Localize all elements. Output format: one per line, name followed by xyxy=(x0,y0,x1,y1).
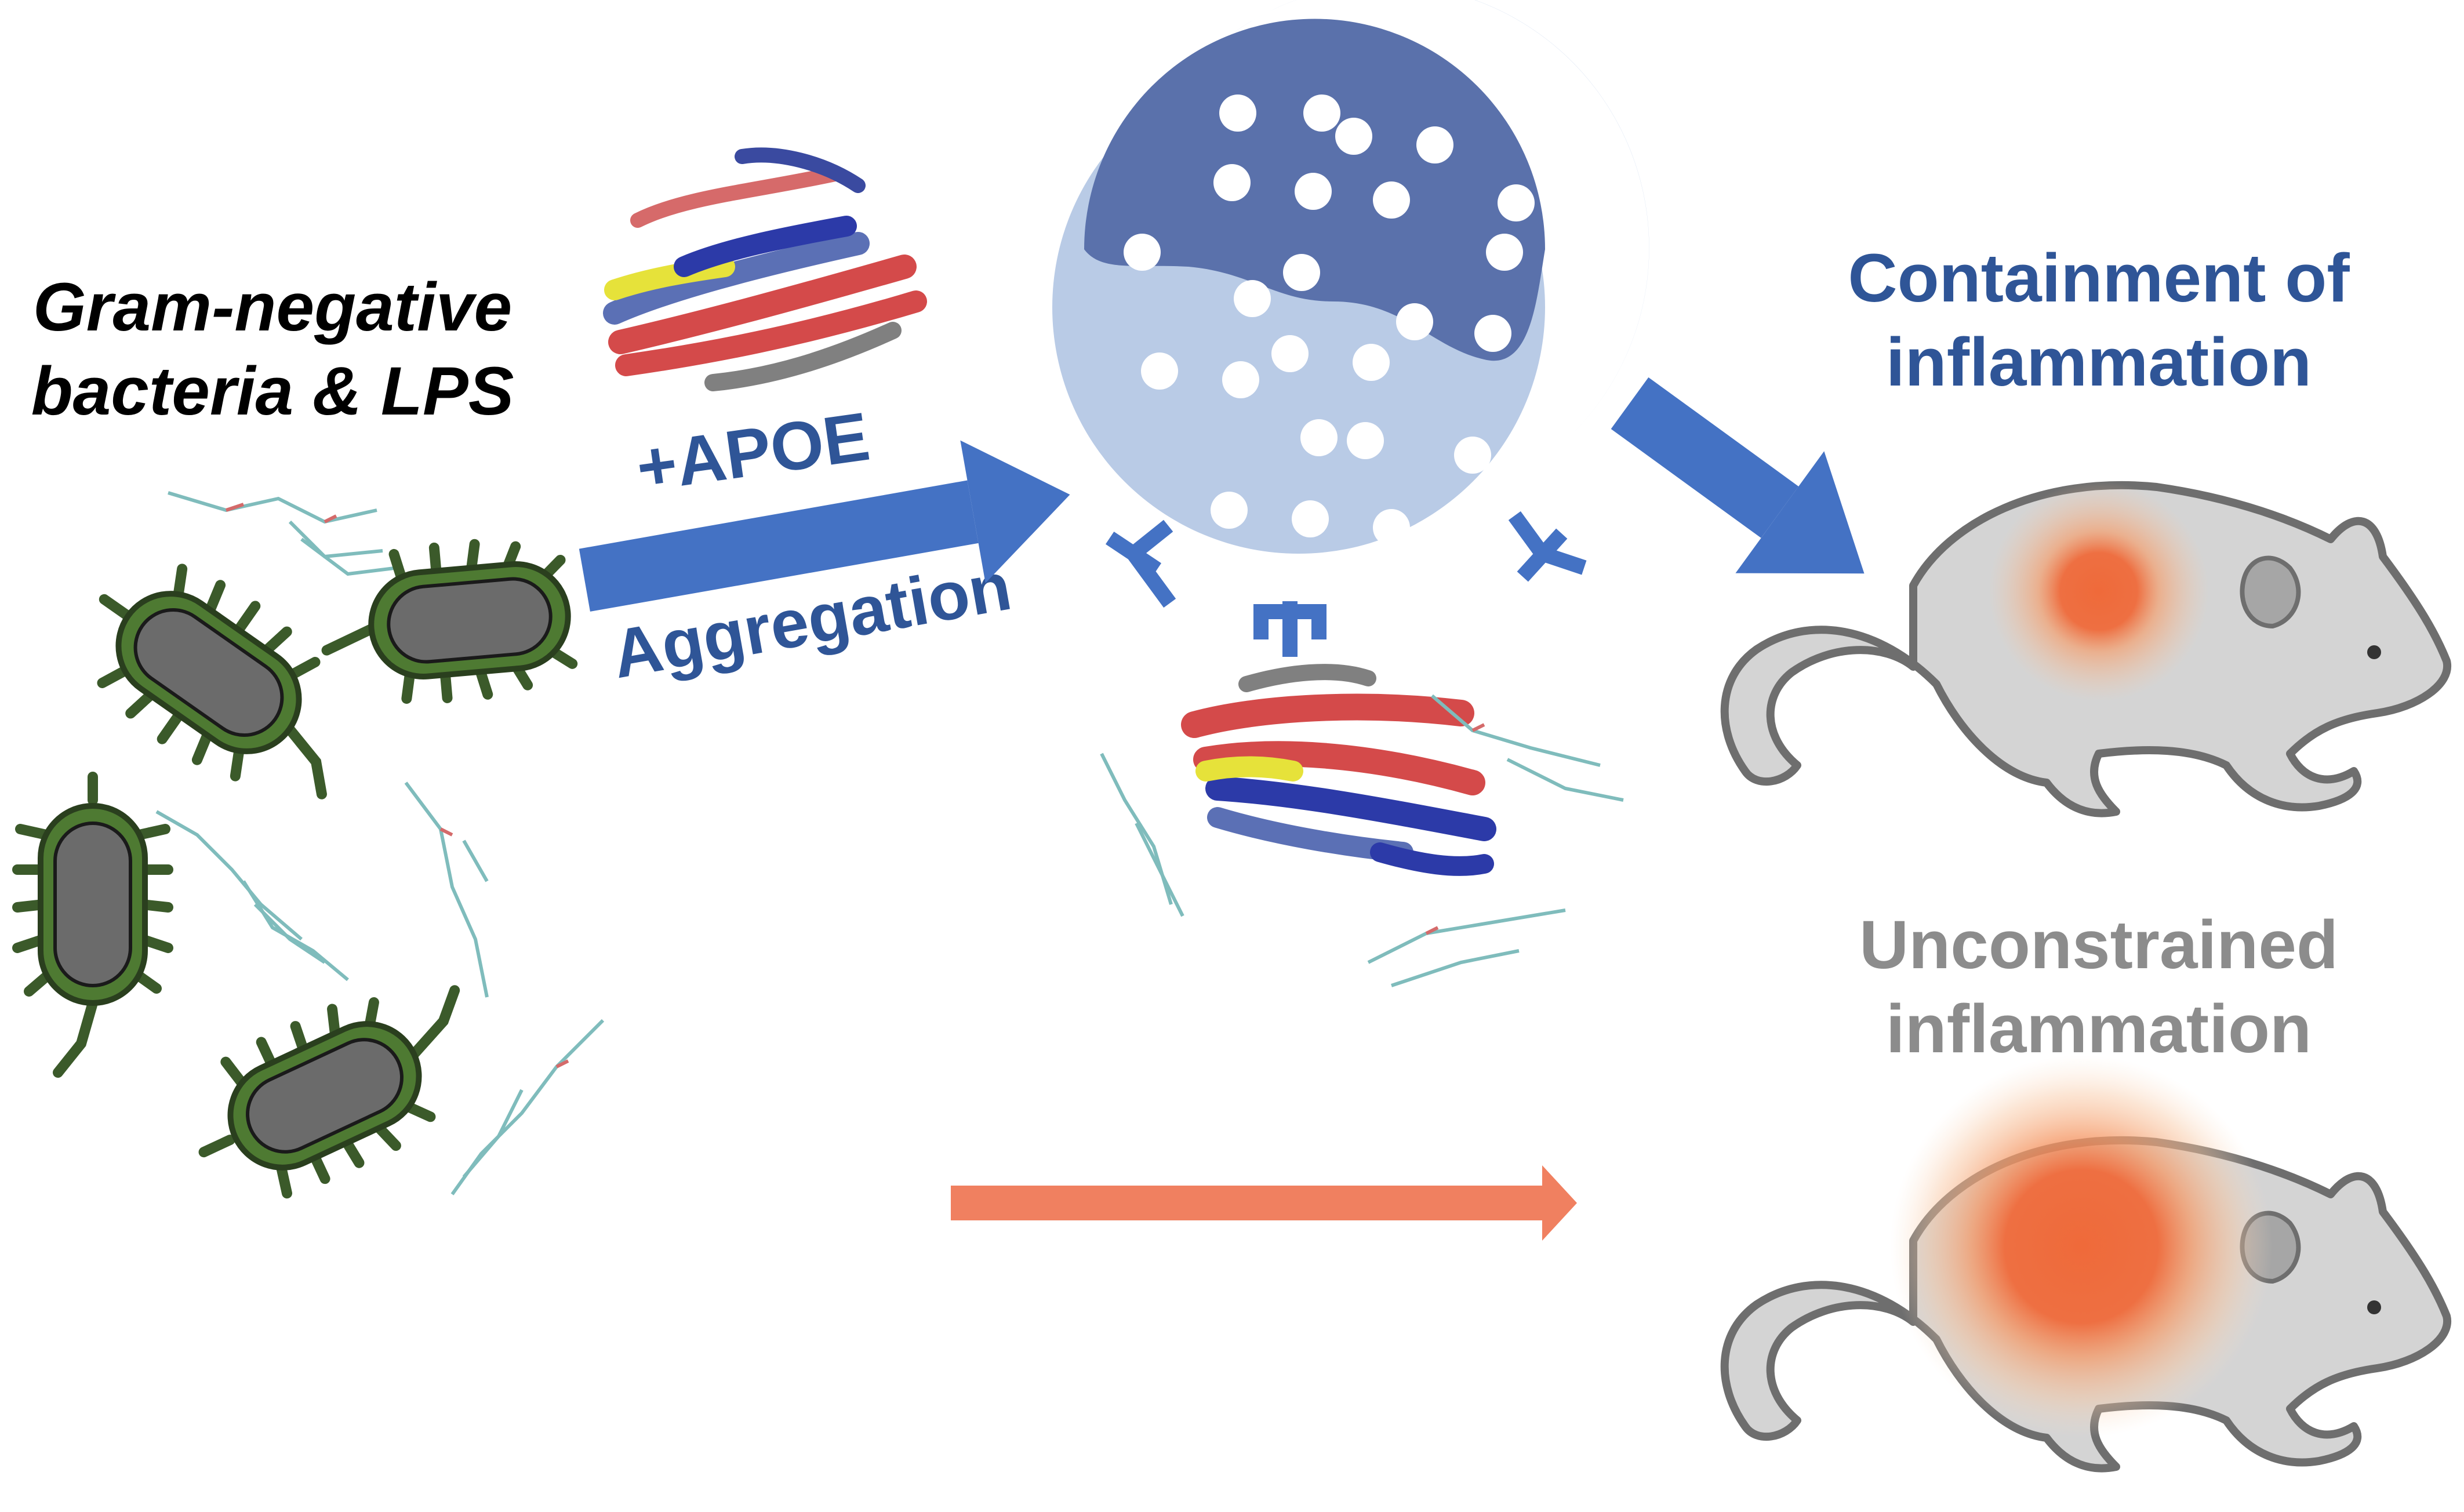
mouse-contained-ear xyxy=(2240,555,2301,629)
outcome-containment-line2: inflammation xyxy=(1886,324,2312,401)
bacterium-2 xyxy=(321,539,578,704)
outcome-containment-line1: Containment of xyxy=(1848,240,2350,317)
lps-molecule-accents xyxy=(226,503,1485,1068)
outcome-unconstrained-line1: Unconstrained xyxy=(1859,907,2338,983)
bacterium-3 xyxy=(12,772,173,1078)
bacterium-4 xyxy=(198,985,460,1199)
source-label-line1: Gram-negative xyxy=(33,269,512,346)
source-label-line2: bacteria & LPS xyxy=(31,353,514,430)
outcome-unconstrained-line2: inflammation xyxy=(1886,991,2312,1067)
lps-molecules xyxy=(155,491,1624,1195)
apoe-label: +APOE xyxy=(632,398,874,507)
unconstrained-arrow xyxy=(951,1165,1577,1241)
apoe-structure-top xyxy=(603,147,927,391)
bacterium-1 xyxy=(97,564,327,799)
mouse-unconstrained-eye xyxy=(2367,1300,2381,1314)
inflammation-unconstrained xyxy=(1890,1055,2273,1438)
mouse-unconstrained xyxy=(1720,1055,2452,1473)
containment-arrow xyxy=(1611,377,1865,574)
inflammation-contained xyxy=(1989,481,2209,702)
receptor-icons xyxy=(1105,511,1587,657)
apoe-structure-bottom xyxy=(1181,664,1496,876)
particle-dots xyxy=(1124,94,1593,546)
aggregation-arrow xyxy=(579,440,1070,612)
mouse-contained-eye xyxy=(2367,645,2381,659)
apoe-lipoprotein-aggregate xyxy=(1052,0,1649,657)
mouse-contained xyxy=(1720,481,2452,817)
